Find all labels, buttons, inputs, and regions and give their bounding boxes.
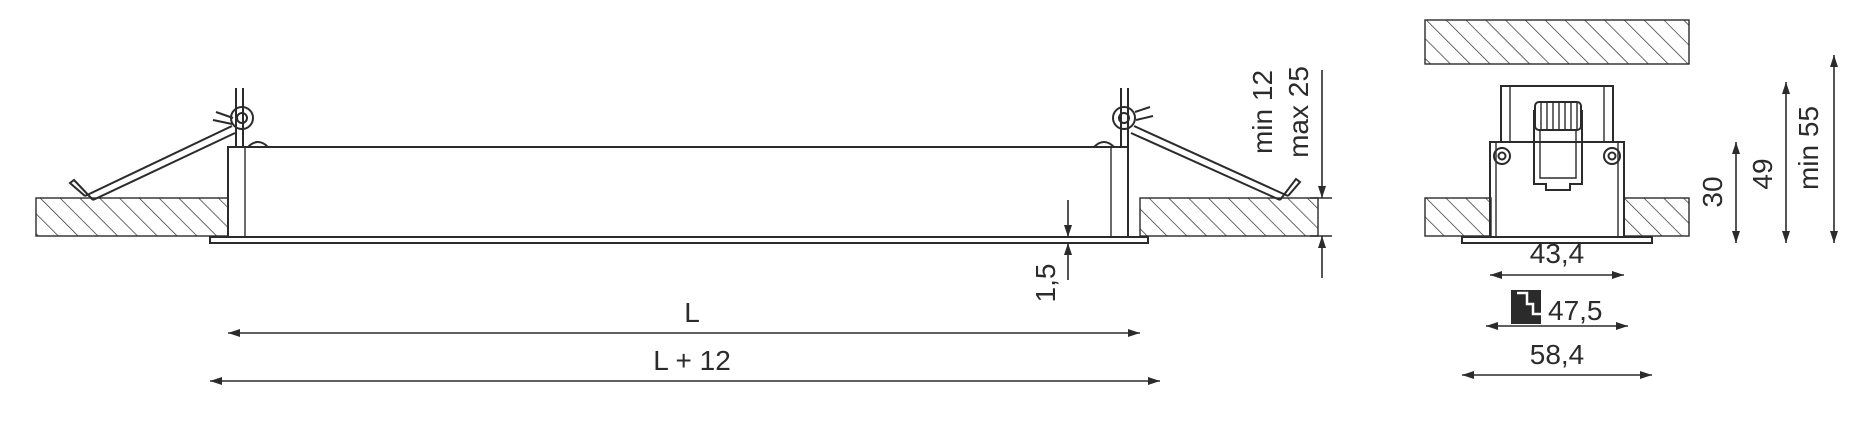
dimension-flange-label: 1,5 xyxy=(1030,264,1061,303)
dimension-flange xyxy=(1062,200,1074,280)
end-view: 43,4 47,5 58,4 30 49 min 55 xyxy=(1424,19,1838,379)
ceiling-cutout-icon xyxy=(1511,290,1541,324)
torsion-spring xyxy=(1533,101,1583,191)
ceiling-right xyxy=(1139,197,1319,237)
flange xyxy=(209,236,1149,244)
dimension-min-55-label: min 55 xyxy=(1793,106,1824,190)
ceiling-end-right xyxy=(1623,197,1690,237)
luminaire-body xyxy=(209,146,1149,244)
spring-clip-left xyxy=(68,88,269,201)
dimension-43-4-label: 43,4 xyxy=(1530,238,1585,269)
dimension-min-thickness-label: min 12 xyxy=(1247,70,1278,154)
dimension-58-4-label: 58,4 xyxy=(1530,339,1585,370)
dimension-L-label: L xyxy=(684,297,700,328)
slab-top xyxy=(1424,19,1690,65)
end-profile xyxy=(1461,85,1653,244)
dimension-47-5-label: 47,5 xyxy=(1548,295,1603,326)
dimension-max-thickness-label: max 25 xyxy=(1283,66,1314,158)
ceiling-end-left xyxy=(1424,197,1492,237)
dimension-30-label: 30 xyxy=(1697,176,1728,207)
side-view: L L + 12 1,5 min 12 max 25 xyxy=(35,66,1332,385)
spring-clip-right xyxy=(1093,88,1302,201)
dimension-ceiling-thickness xyxy=(1310,70,1332,278)
dimension-L-plus-12-label: L + 12 xyxy=(653,345,731,376)
ceiling-left xyxy=(35,197,229,237)
dimension-49-label: 49 xyxy=(1747,158,1778,189)
